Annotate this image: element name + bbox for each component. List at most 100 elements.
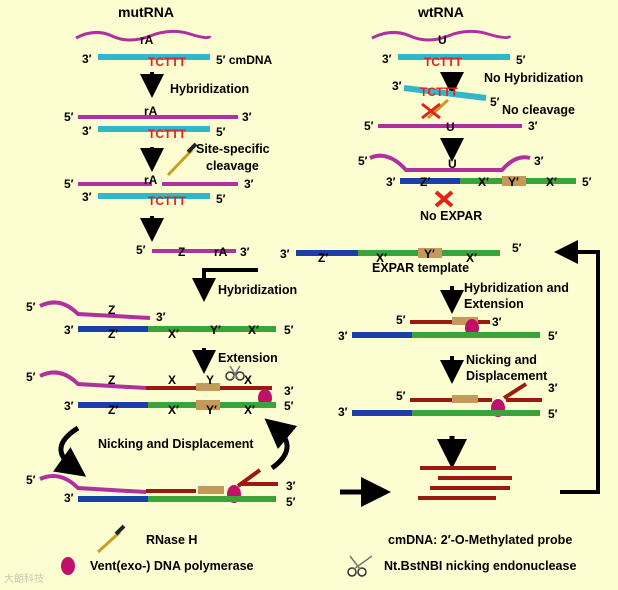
wtrna-strand <box>371 29 512 42</box>
nick-site <box>196 400 220 410</box>
end-3: 3′ <box>534 154 544 168</box>
template-xyx <box>412 332 540 338</box>
rna-strand <box>369 153 531 172</box>
cmdna-strand <box>98 126 210 132</box>
polymerase-icon <box>61 557 75 575</box>
product-strand <box>410 398 492 402</box>
cmdna-strand <box>398 54 510 60</box>
end-3: 3′ <box>82 190 92 204</box>
end-5: 5′ <box>364 119 374 133</box>
end-5: 5′ <box>286 495 296 509</box>
template-z <box>78 496 148 502</box>
site-specific-label: Site-specific <box>196 142 270 156</box>
mutrna-strand <box>75 29 212 42</box>
x-prime-mark: X′ <box>244 403 255 417</box>
z-mark: Z <box>108 373 115 387</box>
cycle-arrow-right <box>264 418 298 471</box>
rnase-h-icon <box>96 524 126 554</box>
u-mark: U <box>448 157 457 171</box>
hyb-ext-label-2: Extension <box>464 297 524 311</box>
rna-strand <box>78 115 238 119</box>
mutrna-ra: rA <box>140 33 154 47</box>
x-mark: X <box>244 373 252 387</box>
nicking-icon <box>225 365 245 381</box>
rna-strand <box>378 124 522 128</box>
hybridization-label: Hybridization <box>170 82 249 96</box>
x-prime-mark: X′ <box>168 327 179 341</box>
no-expar-label: No EXPAR <box>420 209 482 223</box>
end-3: 3′ <box>244 177 254 191</box>
legend-nicking-label: Nt.BstNBI nicking endonuclease <box>384 559 576 573</box>
rna-strand <box>162 182 238 186</box>
template-z <box>352 332 412 338</box>
product-strand <box>418 496 496 500</box>
template-z <box>352 410 412 416</box>
legend-rnase-label: RNase H <box>146 533 197 547</box>
x-prime-mark: X′ <box>168 403 179 417</box>
end-5: 5′ <box>64 110 74 124</box>
nick-site <box>198 486 224 494</box>
rna-strand <box>78 182 152 186</box>
hybridization2-label: Hybridization <box>218 283 297 297</box>
end-5: 5′ <box>512 241 522 255</box>
nick-site <box>452 317 478 325</box>
z-prime-mark: Z′ <box>108 403 118 417</box>
expar-template-label: EXPAR template <box>372 261 469 275</box>
y-prime-mark: Y′ <box>424 247 435 261</box>
ra-mark: rA <box>214 245 228 259</box>
nicking-displacement-label: Nicking and Displacement <box>98 437 254 451</box>
end-3: 3′ <box>82 52 92 66</box>
y-prime-mark: Y′ <box>210 323 221 337</box>
end-5: 5′ <box>358 154 368 168</box>
template-z <box>78 326 148 332</box>
ra-mark: rA <box>144 104 158 118</box>
feedback-arrow <box>554 240 600 494</box>
nick-label-1: Nicking and <box>466 353 537 367</box>
end-3: 3′ <box>82 124 92 138</box>
trigger-strand <box>39 370 147 390</box>
end-3: 3′ <box>64 323 74 337</box>
end-3: 3′ <box>392 79 402 93</box>
x-prime-mark: X′ <box>376 251 387 265</box>
template-z <box>400 178 460 184</box>
end-3: 3′ <box>64 491 74 505</box>
z-prime-mark: Z′ <box>420 175 430 189</box>
product-strand <box>420 466 496 470</box>
end-5: 5′ <box>284 399 294 413</box>
nick-label-2: Displacement <box>466 369 548 383</box>
nicking-icon <box>347 555 373 577</box>
nick-site <box>196 383 220 391</box>
end-3: 3′ <box>286 479 296 493</box>
y-mark: Y <box>206 373 214 387</box>
x-prime-mark: X′ <box>248 323 259 337</box>
nick-site <box>418 248 442 258</box>
product-strand <box>438 476 512 480</box>
extended-strand <box>410 320 490 324</box>
extension-label: Extension <box>218 351 278 365</box>
z-prime-mark: Z′ <box>108 327 118 341</box>
end-3: 3′ <box>338 405 348 419</box>
mutrna-title: mutRNA <box>118 4 174 20</box>
legend-vent-label: Vent(exo-) DNA polymerase <box>90 559 254 573</box>
end-5: 5′ <box>396 313 406 327</box>
z-mark: Z <box>178 245 185 259</box>
cmdna-tcttt: TCTTT <box>148 194 187 208</box>
legend-cmdna-label: cmDNA: 2′-O-Methylated probe <box>388 533 572 547</box>
end-5: 5′ <box>136 243 146 257</box>
nick-site <box>502 176 526 186</box>
cmdna-tcttt: TCTTT <box>148 127 187 141</box>
end-3: 3′ <box>284 384 294 398</box>
no-hybridization-label: No Hybridization <box>484 71 583 85</box>
end-5: 5′ <box>216 125 226 139</box>
end-3: 3′ <box>528 119 538 133</box>
cmdna-tcttt: TCTTT <box>148 55 187 69</box>
product-strand <box>146 489 196 493</box>
end-3: 3′ <box>382 52 392 66</box>
end-5: 5′ <box>548 407 558 421</box>
rnase-h-icon <box>166 142 198 177</box>
end-3: 3′ <box>242 110 252 124</box>
wtrna-title: wtRNA <box>417 4 464 20</box>
cmdna-strand <box>98 193 210 199</box>
